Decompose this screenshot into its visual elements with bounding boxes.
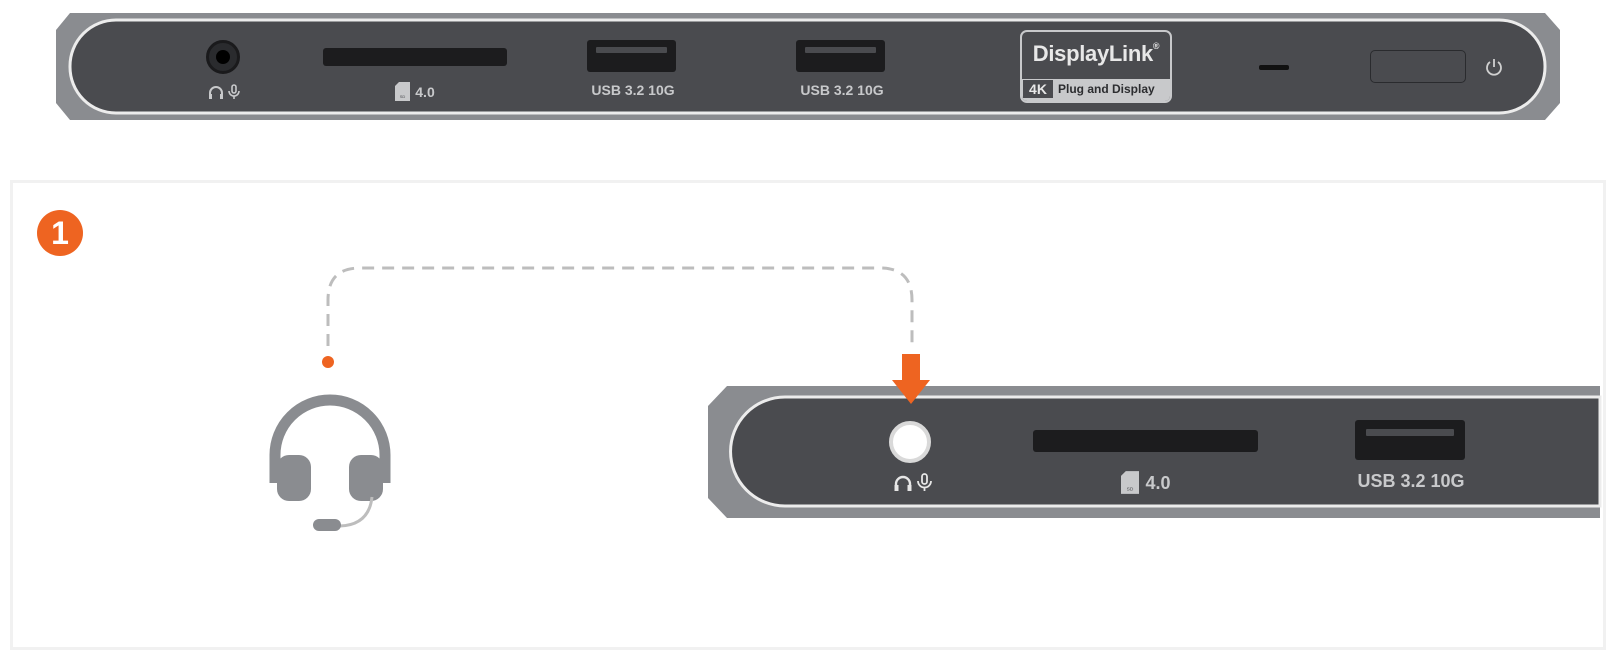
power-button [1370, 50, 1466, 83]
step-number-badge: 1 [37, 210, 83, 256]
top-sd-card-icon: SD [395, 82, 410, 101]
zoom-audio-jack [889, 421, 931, 463]
displaylink-brand: DisplayLink [1032, 41, 1153, 66]
power-icon [1486, 59, 1502, 76]
svg-text:SD: SD [400, 94, 406, 99]
top-usb-port-1 [587, 40, 676, 72]
top-sd-slot [323, 48, 507, 66]
zoom-sd-card-icon: SD [1121, 471, 1139, 494]
headset-right-cup [349, 455, 383, 501]
top-usb-label-1: USB 3.2 10G [591, 82, 675, 98]
zoom-usb-label: USB 3.2 10G [1357, 471, 1465, 491]
down-arrow-icon [892, 354, 930, 404]
top-headphone-mic-icon [209, 84, 240, 99]
headset-icon [269, 394, 391, 531]
zoom-sd-label: 4.0 [1145, 473, 1171, 493]
status-led [1259, 65, 1289, 70]
headset-mic [313, 519, 341, 531]
zoom-usb-port [1355, 420, 1465, 460]
displaylink-badge: DisplayLink® 4K Plug and Display [1020, 30, 1172, 103]
top-sd-label: 4.0 [415, 84, 435, 100]
zoom-headphone-mic-icon [894, 473, 932, 491]
top-usb-port-2 [796, 40, 885, 72]
svg-text:SD: SD [1127, 486, 1134, 492]
displaylink-tagline: Plug and Display [1058, 82, 1155, 96]
zoom-sd-slot [1033, 430, 1258, 452]
displaylink-4k: 4K [1023, 80, 1053, 98]
top-usb-label-2: USB 3.2 10G [800, 82, 884, 98]
displaylink-registered: ® [1152, 41, 1160, 51]
connector-origin-dot [322, 356, 334, 368]
top-audio-jack [206, 40, 240, 74]
headset-left-cup [277, 455, 311, 501]
